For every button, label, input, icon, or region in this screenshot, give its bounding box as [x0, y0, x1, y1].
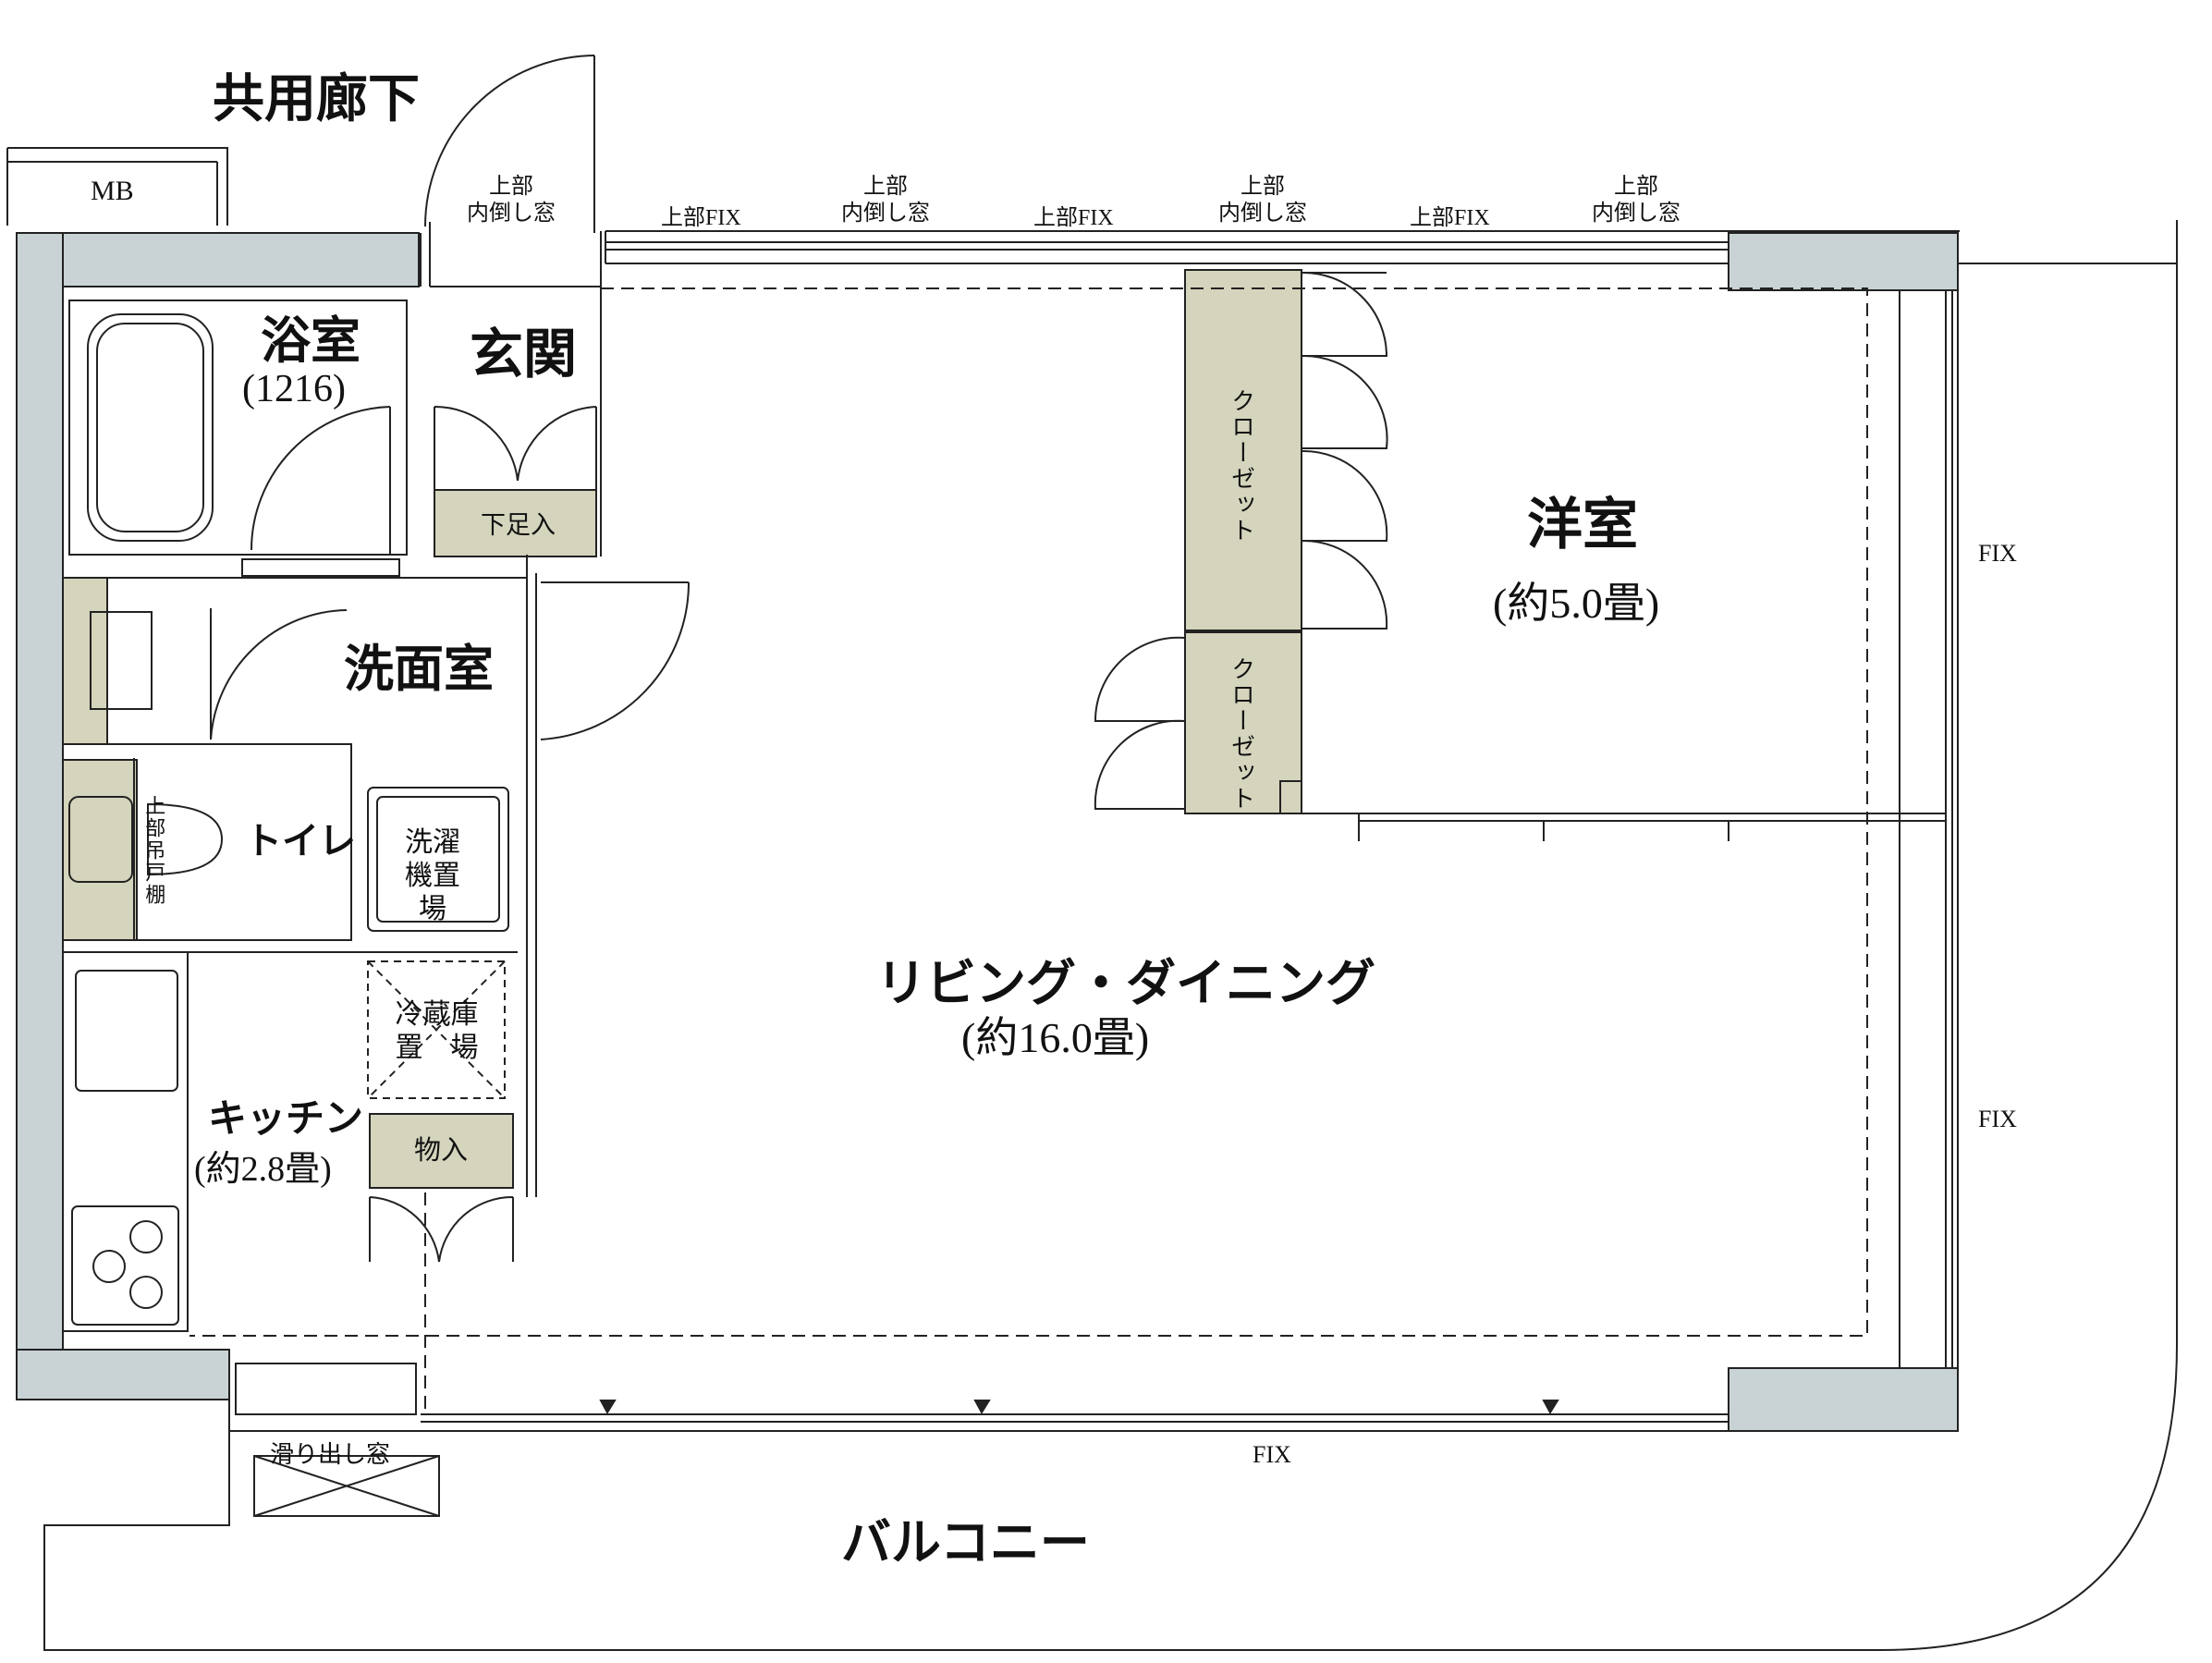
bathtub — [87, 313, 214, 542]
bath-label: 浴室 — [261, 313, 361, 369]
wall-top-right — [1728, 232, 1959, 291]
washer-label: 洗濯機置 場 — [405, 827, 488, 924]
wall-bottom-right — [1728, 1367, 1959, 1432]
balcony-outline — [43, 220, 2178, 1651]
wall-bottom-left — [16, 1349, 230, 1400]
living-label: リビング・ダイニング — [876, 956, 1375, 1011]
toilet-cabinet — [62, 759, 138, 941]
top-window-6: 上部FIX — [1410, 206, 1490, 230]
top-window-4: 上部FIX — [1033, 206, 1114, 230]
washroom-label: 洗面室 — [344, 642, 494, 697]
fix-label-bottom: FIX — [1253, 1441, 1291, 1468]
storage-label: 物入 — [414, 1136, 469, 1166]
sliding-window-label: 滑り出し窓 — [270, 1441, 391, 1468]
western-label: 洋室 — [1527, 495, 1638, 556]
closet-lower-label: クローゼット — [1228, 656, 1255, 812]
toilet-label: トイレ — [245, 820, 356, 862]
upper-cabinet-label: 上部吊戸棚 — [142, 795, 166, 906]
corridor-label: 共用廊下 — [213, 71, 420, 128]
closet-upper-label: クローゼット — [1228, 388, 1255, 544]
top-window-5: 上部 内倒し窓 — [1218, 175, 1307, 226]
bath-size-label: (1216) — [242, 368, 346, 410]
kitchen-counter — [62, 951, 189, 1332]
wall-top-left — [16, 232, 420, 287]
toilet-room — [62, 743, 352, 941]
western-size-label: (約5.0畳) — [1493, 580, 1660, 627]
balcony-label: バルコニー — [841, 1515, 1090, 1571]
kitchen-size-label: (約2.8畳) — [194, 1150, 332, 1189]
kitchen-label: キッチン — [208, 1098, 364, 1141]
entrance-label: 玄関 — [470, 324, 578, 385]
top-window-1: 上部 内倒し窓 — [467, 175, 556, 226]
top-window-7: 上部 内倒し窓 — [1592, 175, 1680, 226]
fridge-space — [367, 960, 506, 1099]
shoe-box-label: 下足入 — [481, 511, 556, 539]
fix-label-right-upper: FIX — [1978, 540, 2017, 567]
fridge-label: 冷蔵庫置 場 — [395, 999, 479, 1063]
storage-box — [369, 1113, 514, 1189]
wash-counter-strip — [62, 577, 108, 745]
closet-lower — [1184, 631, 1302, 814]
shoe-box — [434, 489, 597, 557]
living-size-label: (約16.0畳) — [961, 1014, 1150, 1061]
wall-left — [16, 232, 64, 1400]
top-window-3: 上部 内倒し窓 — [841, 175, 930, 226]
top-window-2: 上部FIX — [661, 206, 741, 230]
fix-label-right-lower: FIX — [1978, 1106, 2017, 1132]
mb-label: MB — [91, 176, 134, 206]
bath-room — [68, 300, 408, 556]
